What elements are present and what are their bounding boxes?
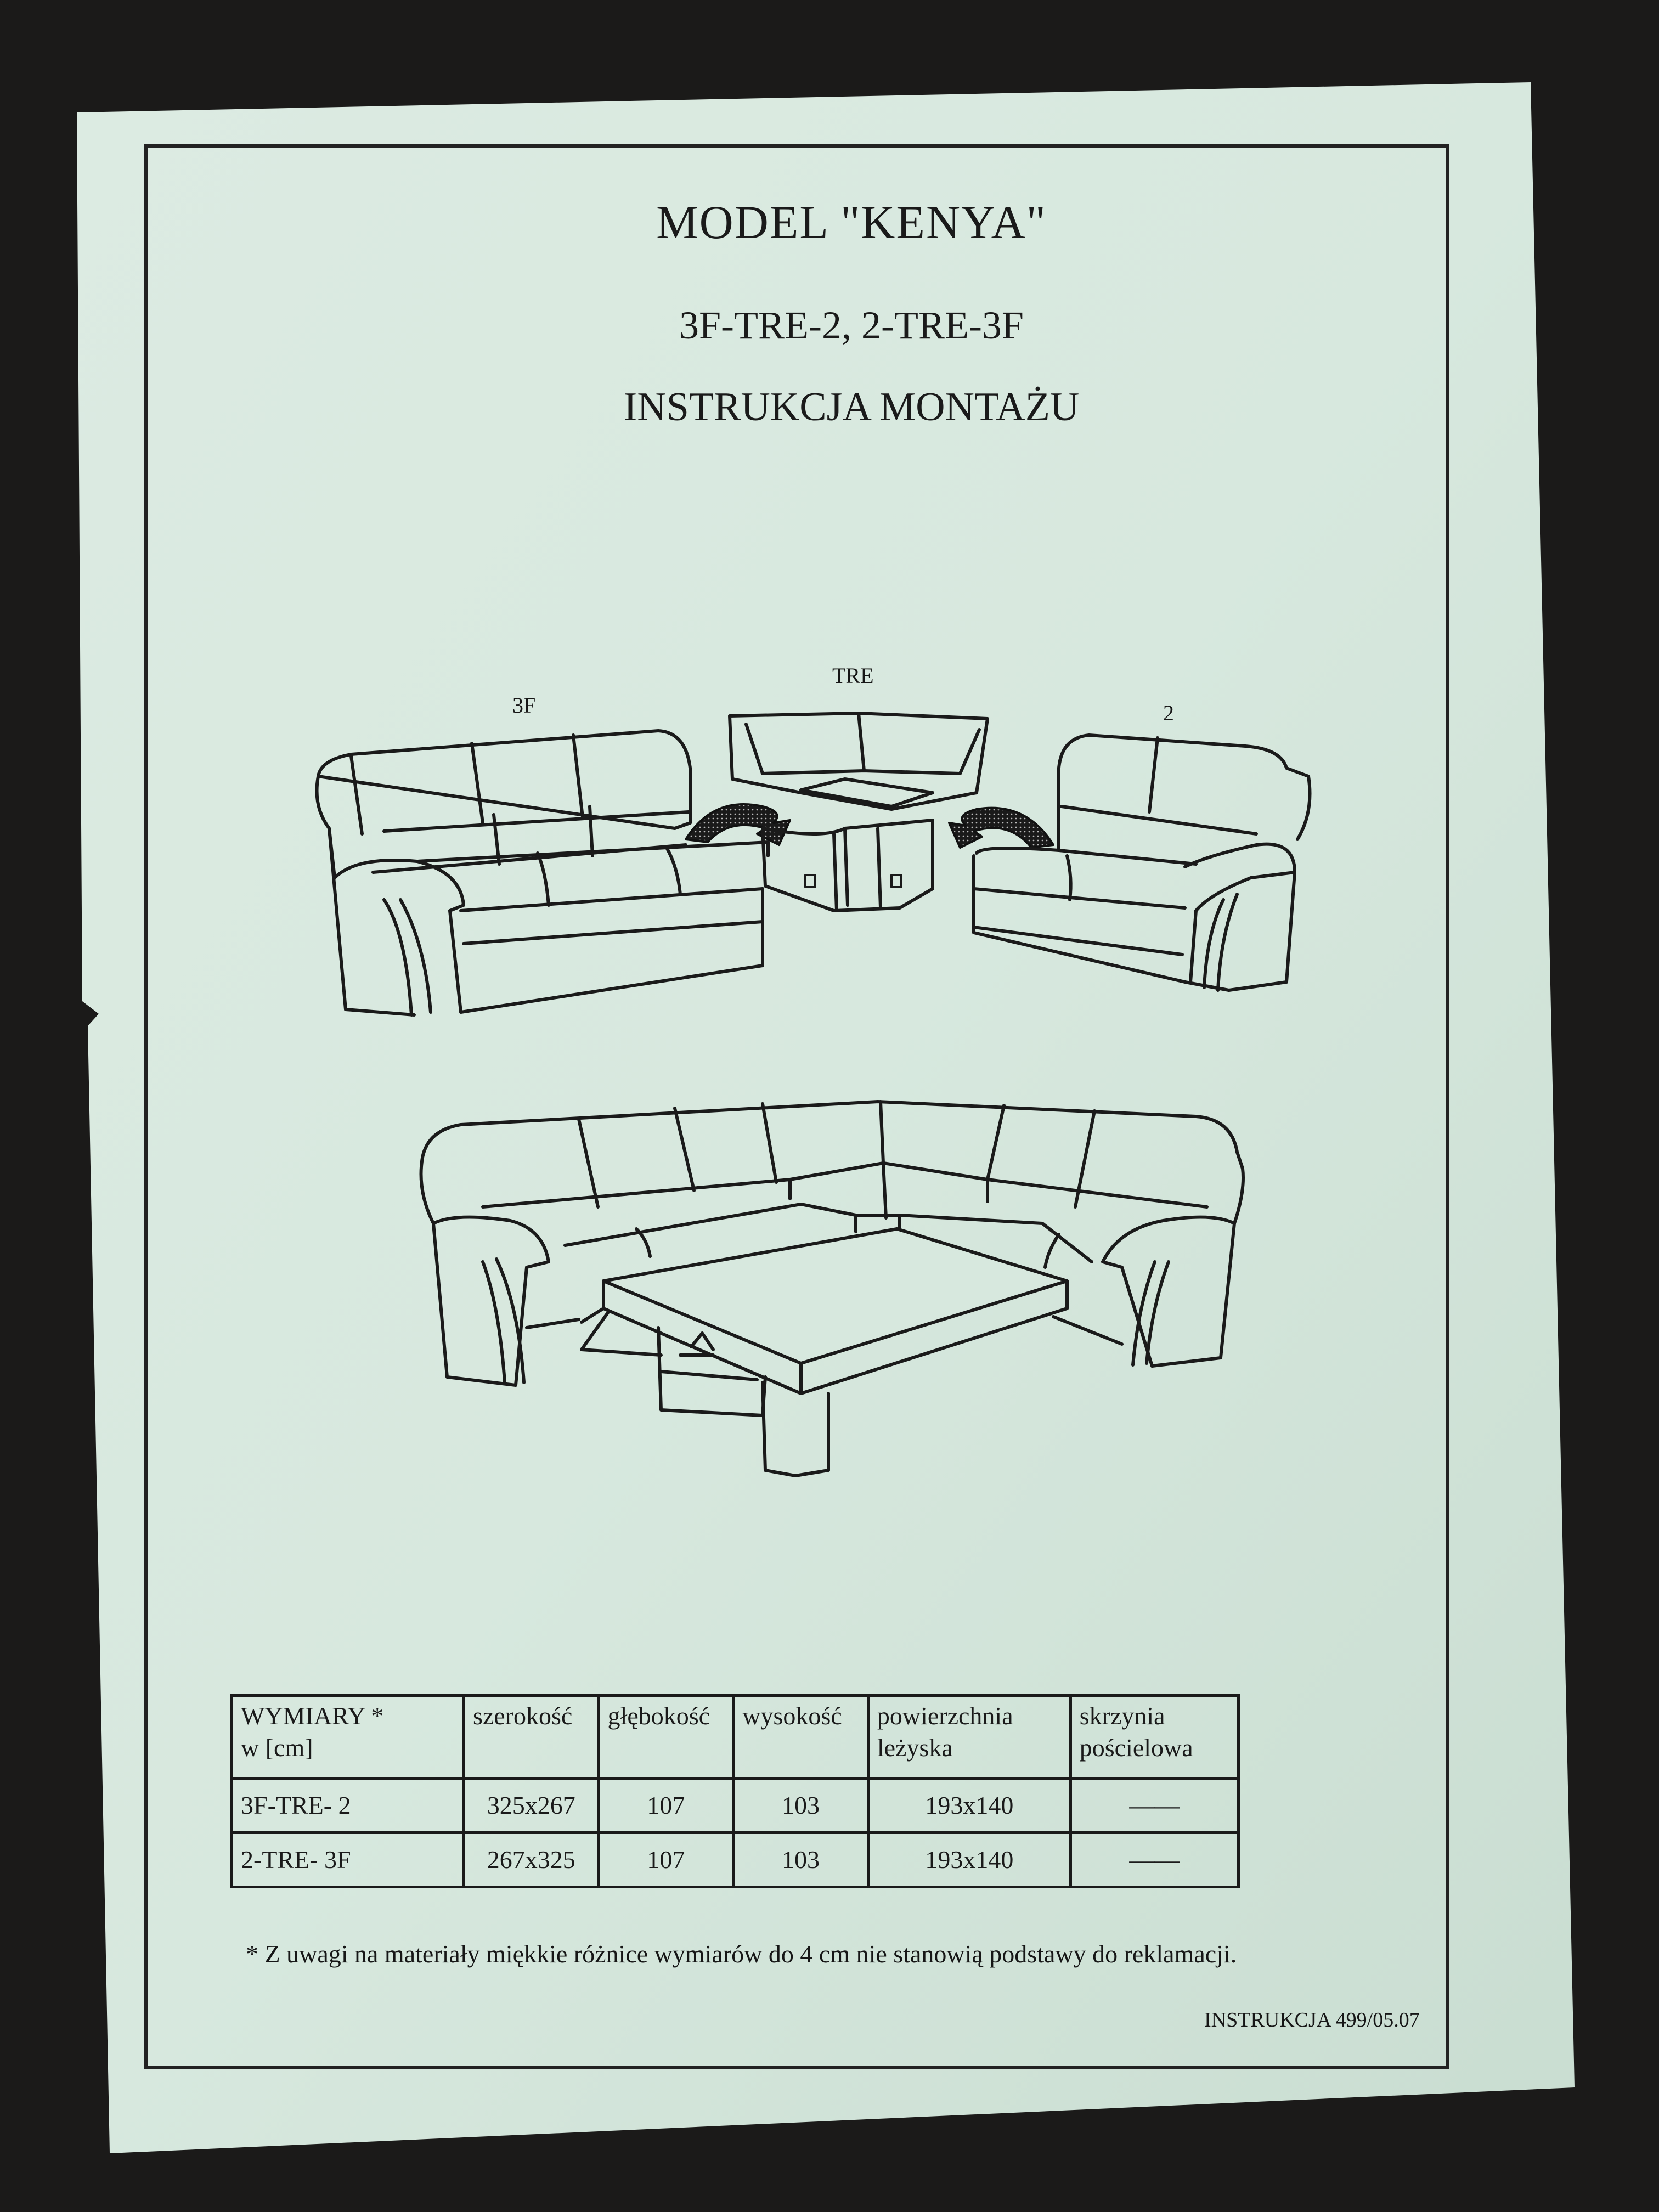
table-cell: 107 [597,1831,735,1888]
table-header-cell: wysokość [732,1694,870,1780]
model-codes: 3F-TRE-2, 2-TRE-3F [679,303,1024,347]
table-cell: 2-TRE- 3F [230,1831,465,1888]
document-reference: INSTRUKCJA 499/05.07 [1204,2008,1420,2032]
label-tre: TRE [832,663,874,688]
table-row: 3F-TRE- 2 325x267 107 103 193x140 —— [230,1777,1240,1834]
label-3f: 3F [512,693,536,718]
right-arrow-icon [948,806,1054,849]
table-header-cell: skrzynia pościelowa [1069,1694,1240,1780]
left-arrow-icon [685,803,791,846]
dimensions-table: WYMIARY * w [cm] szerokość głębokość wys… [230,1694,1240,1888]
model-title: MODEL "KENYA" [656,196,1047,249]
table-cell: 267x325 [462,1831,600,1888]
table-header-cell: głębokość [597,1694,735,1780]
page-border [144,144,1449,2069]
table-cell: —— [1069,1831,1240,1888]
dimensions-footnote: * Z uwagi na materiały miękkie różnice w… [246,1940,1237,1968]
table-header-row: WYMIARY * w [cm] szerokość głębokość wys… [230,1694,1240,1780]
table-cell: 103 [732,1831,870,1888]
table-row: 2-TRE- 3F 267x325 107 103 193x140 —— [230,1831,1240,1888]
table-cell: 325x267 [462,1777,600,1834]
assembled-sofa-illustration [419,1100,1245,1477]
assembly-heading: INSTRUKCJA MONTAŻU [623,385,1080,430]
table-cell: 193x140 [866,1831,1072,1888]
table-cell: 107 [597,1777,735,1834]
sofa-3f-illustration [315,729,770,1017]
table-header-cell: WYMIARY * w [cm] [230,1694,465,1780]
table-cell: —— [1069,1777,1240,1834]
table-cell: 3F-TRE- 2 [230,1777,465,1834]
label-2: 2 [1163,701,1174,725]
table-header-cell: powierzchnia leżyska [866,1694,1072,1780]
table-cell: 193x140 [866,1777,1072,1834]
table-cell: 103 [732,1777,870,1834]
table-header-cell: szerokość [462,1694,600,1780]
corner-tre-illustration [728,712,989,912]
sofa-2-illustration [972,733,1312,992]
